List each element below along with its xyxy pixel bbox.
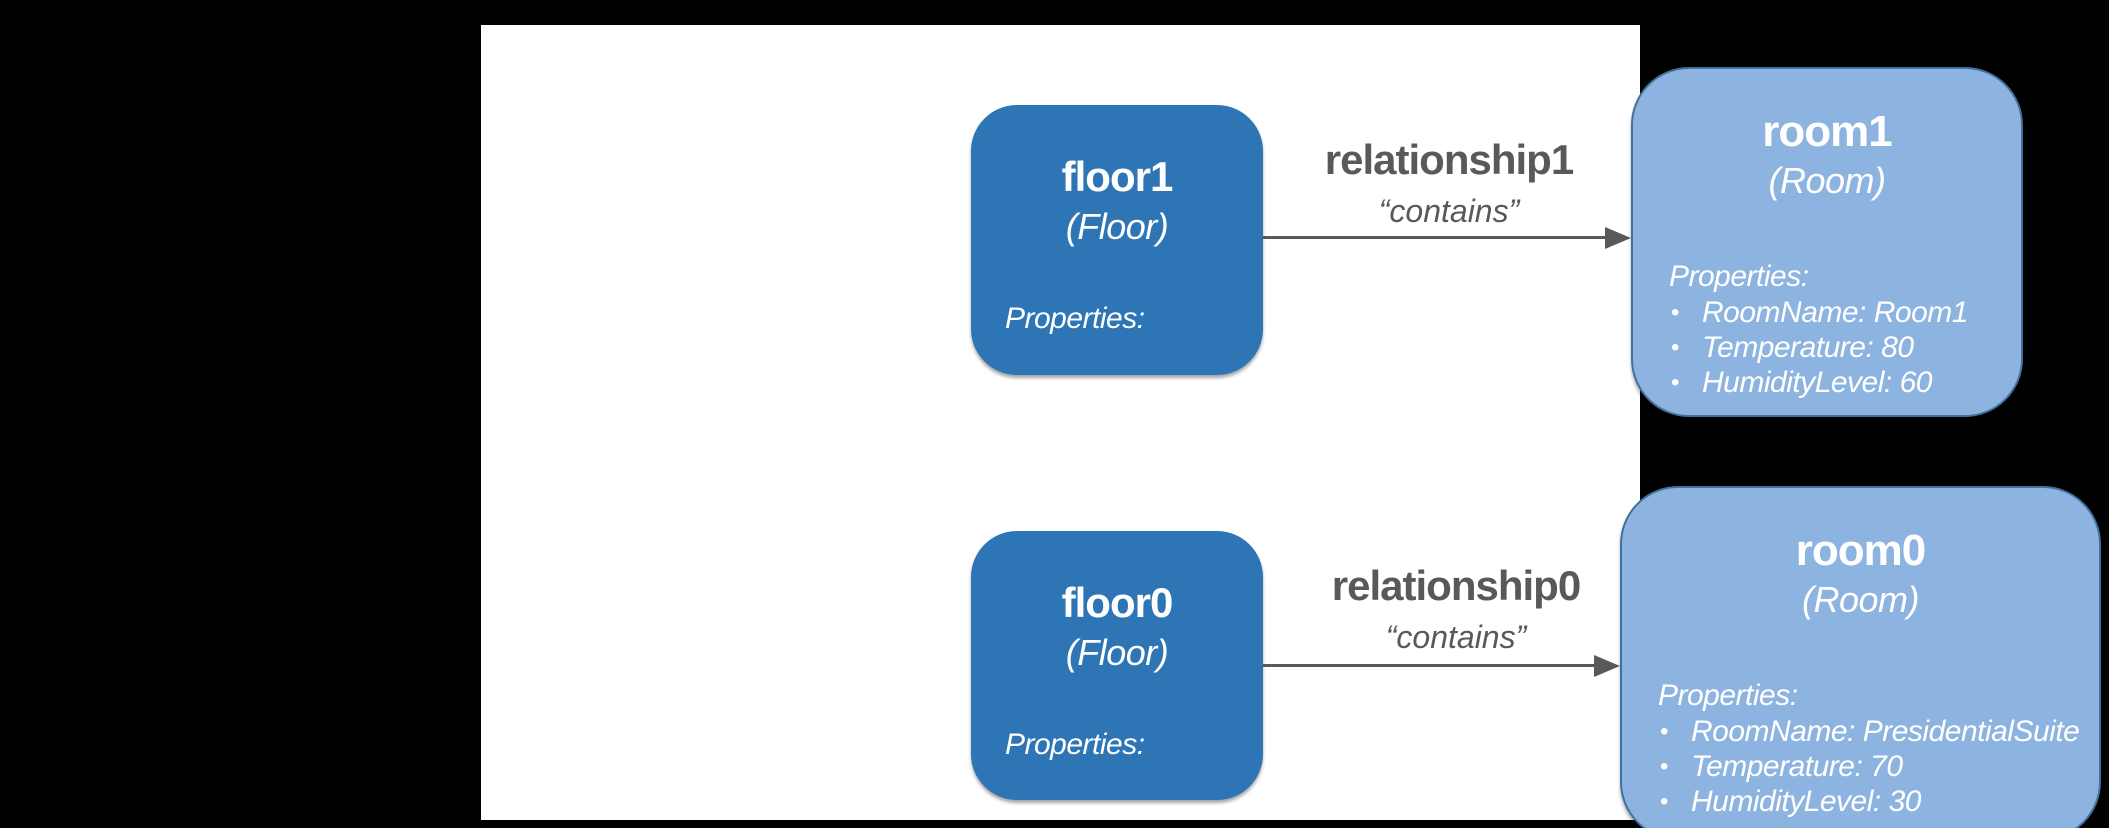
properties-label: Properties: xyxy=(1658,679,1798,712)
relationship0-label: relationship0 “contains” xyxy=(1246,562,1666,656)
node-subtitle: (Floor) xyxy=(1065,206,1169,247)
relationship-qualifier: “contains” xyxy=(1385,619,1527,655)
arrow-head-icon xyxy=(1605,226,1631,249)
relationship-name: relationship0 xyxy=(1331,562,1581,609)
node-title: floor0 xyxy=(1061,579,1174,626)
properties-list: RoomName: Room1 Temperature: 80 Humidity… xyxy=(1669,295,2001,400)
node-subtitle: (Floor) xyxy=(1065,632,1169,673)
property-item: Temperature: 80 xyxy=(1669,330,2001,365)
diagram-panel: floor1 (Floor) Properties: relationship1… xyxy=(481,25,2101,828)
node-room0: room0 (Room) Properties: RoomName: Presi… xyxy=(1620,486,2101,828)
node-floor0: floor0 (Floor) Properties: xyxy=(971,531,1263,800)
node-floor1: floor1 (Floor) Properties: xyxy=(971,105,1263,375)
property-item: HumidityLevel: 60 xyxy=(1669,365,2001,400)
relationship1-label: relationship1 “contains” xyxy=(1239,136,1659,230)
relationship0-arrow xyxy=(1263,654,1620,677)
property-item: Temperature: 70 xyxy=(1658,749,2079,784)
node-title: room0 xyxy=(1795,526,1926,575)
property-item: RoomName: Room1 xyxy=(1669,295,2001,330)
node-title: room1 xyxy=(1762,107,1892,156)
relationship-qualifier: “contains” xyxy=(1378,193,1520,229)
arrow-head-icon xyxy=(1594,654,1620,677)
node-title: floor1 xyxy=(1061,153,1174,200)
property-item: HumidityLevel: 30 xyxy=(1658,784,2079,819)
properties-list: RoomName: PresidentialSuite Temperature:… xyxy=(1658,714,2080,819)
property-item: RoomName: PresidentialSuite xyxy=(1658,714,2080,749)
relationship1-arrow xyxy=(1263,226,1631,249)
node-room1: room1 (Room) Properties: RoomName: Room1… xyxy=(1631,67,2023,417)
relationship-name: relationship1 xyxy=(1324,136,1574,183)
node-subtitle: (Room) xyxy=(1801,579,1920,620)
node-subtitle: (Room) xyxy=(1768,160,1886,201)
properties-label: Properties: xyxy=(1005,302,1145,335)
properties-label: Properties: xyxy=(1669,260,1809,293)
properties-label: Properties: xyxy=(1005,728,1145,761)
